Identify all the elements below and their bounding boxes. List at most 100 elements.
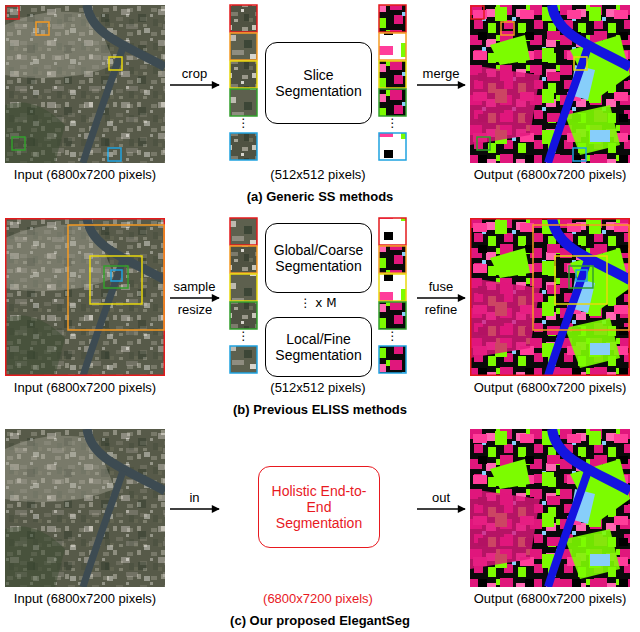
input-image: Input (6800x7200 pixels): [5, 5, 165, 182]
arrow-label: fuse: [429, 279, 454, 294]
nested-windows: [6, 219, 165, 376]
box-label: Local/Fine Segmentation: [272, 331, 365, 363]
segmentation-map: [470, 429, 630, 587]
subfigure-caption: (b) Previous ELISS methods: [233, 402, 407, 417]
illustration-part: [109, 57, 122, 70]
illustration-part: [379, 33, 406, 60]
flow-arrow: [170, 297, 219, 299]
crop-markers: [6, 6, 122, 161]
illustration-part: [12, 137, 25, 150]
illustration-part: [555, 256, 607, 304]
satellite-image: [5, 429, 165, 587]
illustration-part: [379, 133, 406, 160]
illustration-part: [104, 266, 128, 288]
image-tiles: [230, 5, 257, 160]
ellipsis: ⋮: [238, 116, 250, 130]
illustration-part: [379, 218, 406, 245]
segmented-tiles: [379, 5, 406, 160]
image-caption: Output (6800x7200 pixels): [474, 167, 626, 182]
satellite-image: [5, 218, 165, 376]
flow-arrow: [417, 84, 465, 86]
illustration-part: [379, 346, 406, 373]
box-label: Global/Coarse Segmentation: [272, 242, 365, 274]
illustration-part: [230, 302, 257, 329]
flow-arrow: [417, 508, 465, 510]
illustration-part: [379, 246, 406, 273]
ellipsis: ⋮: [387, 116, 399, 130]
illustration-part: [379, 61, 406, 88]
image-caption: (512x512 pixels): [270, 167, 365, 182]
box-label: Holistic End-to-End Segmentation: [265, 483, 373, 531]
illustration-part: [230, 33, 257, 60]
illustration-part: [230, 346, 257, 373]
process-box: Slice Segmentation: [265, 42, 372, 124]
crop-markers: [471, 6, 587, 161]
illustration-part: [471, 6, 484, 19]
arrow-label: merge: [423, 66, 460, 81]
processing-stage: (512x512 pixels) Slice Segmentation: [224, 5, 412, 182]
arrow-label: crop: [182, 66, 207, 81]
input-image: Input (6800x7200 pixels): [5, 218, 165, 395]
image-caption: (6800x7200 pixels): [263, 591, 373, 606]
segmented-tiles: [379, 218, 406, 373]
ellipsis: ⋮: [387, 329, 399, 343]
illustration-part: [230, 89, 257, 116]
output-image: Output (6800x7200 pixels): [470, 218, 630, 395]
process-box: Local/Fine Segmentation: [265, 317, 372, 377]
arrow-label: refine: [425, 302, 458, 317]
satellite-image: [5, 5, 165, 163]
output-image: Output (6800x7200 pixels): [470, 5, 630, 182]
illustration-part: [230, 133, 257, 160]
illustration-part: [471, 219, 630, 376]
subfigure-caption: (a) Generic SS methods: [247, 189, 394, 204]
repeat-note: ⋮ x M: [299, 296, 336, 310]
process-box: Global/Coarse Segmentation: [265, 223, 372, 293]
illustration-part: [230, 246, 257, 273]
illustration-part: [477, 137, 490, 150]
subfigure-caption: (c) Our proposed ElegantSeg: [230, 613, 410, 628]
illustration-part: [379, 302, 406, 329]
segmentation-map: [470, 5, 630, 163]
image-caption: Input (6800x7200 pixels): [14, 380, 156, 395]
illustration-part: [36, 22, 49, 35]
flow-arrow: [170, 84, 219, 86]
image-caption: (512x512 pixels): [270, 380, 365, 395]
illustration-part: [230, 61, 257, 88]
illustration-part: [533, 225, 629, 330]
arrow-label: out: [432, 490, 450, 505]
flow-arrow: [417, 297, 465, 299]
illustration-part: [111, 270, 122, 281]
box-label: Slice Segmentation: [272, 67, 365, 99]
illustration-part: [68, 225, 164, 330]
illustration-part: [379, 274, 406, 301]
illustration-part: [569, 266, 593, 288]
image-caption: Input (6800x7200 pixels): [14, 167, 156, 182]
segmentation-map: [470, 218, 630, 376]
illustration-part: [230, 274, 257, 301]
illustration-part: [108, 148, 121, 161]
image-caption: Input (6800x7200 pixels): [14, 591, 156, 606]
image-caption: Output (6800x7200 pixels): [474, 380, 626, 395]
processing-stage: (6800x7200 pixels) Holistic End-to-End Se…: [224, 429, 412, 606]
illustration-part: [6, 219, 165, 376]
arrow-label: resize: [178, 302, 213, 317]
process-box: Holistic End-to-End Segmentation: [258, 466, 380, 548]
illustration-part: [379, 5, 406, 32]
arrow-label: in: [189, 490, 199, 505]
flow-arrow: [170, 508, 219, 510]
illustration-part: [573, 148, 586, 161]
illustration-part: [230, 218, 257, 245]
illustration-part: [501, 22, 514, 35]
ellipsis: ⋮: [238, 329, 250, 343]
nested-windows: [471, 219, 630, 376]
illustration-part: [379, 89, 406, 116]
illustration-part: [574, 57, 587, 70]
image-tiles: [230, 218, 257, 373]
illustration-part: [230, 5, 257, 32]
arrow-label: sample: [174, 279, 216, 294]
illustration-part: [576, 270, 587, 281]
input-image: Input (6800x7200 pixels): [5, 429, 165, 606]
